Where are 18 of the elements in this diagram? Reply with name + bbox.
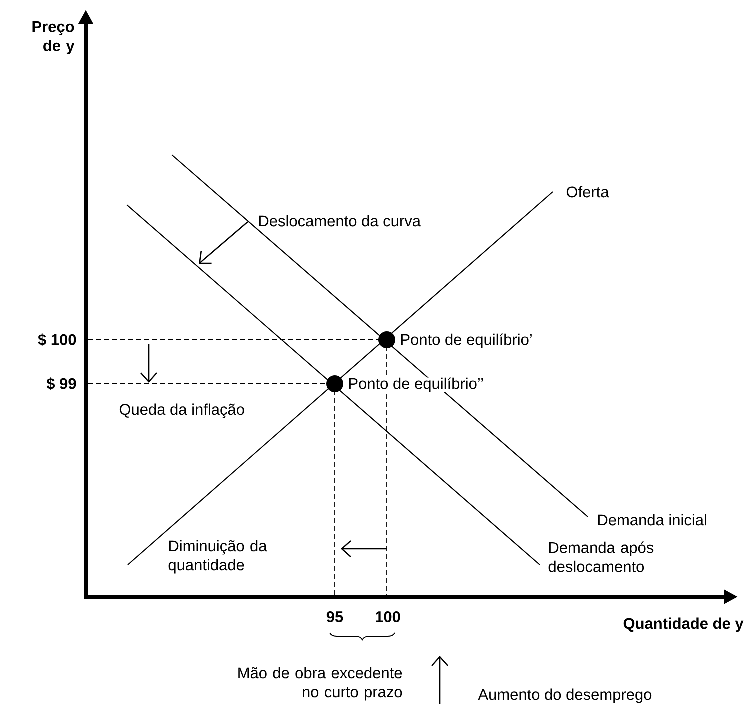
point-label: Ponto de equilíbrio’’: [347, 378, 486, 392]
tick-label: 100: [376, 612, 400, 622]
point-label: Ponto de equilíbrio’: [399, 334, 534, 348]
curve-label: Demanda após deslocamento: [548, 542, 654, 572]
tick-label: 95: [326, 612, 344, 622]
equilibrium-point: [378, 332, 396, 348]
tick-label: $ 100: [38, 334, 76, 346]
axis-title: Quantidade de y: [624, 618, 744, 632]
annotation: Deslocamento da curva: [259, 215, 421, 227]
annotation: Diminuição da quantidade: [168, 540, 268, 574]
annotation: Queda da inflação: [120, 404, 244, 418]
annotation: Mão de obra excedente no curto prazo: [238, 667, 402, 701]
tick-label: $ 99: [46, 378, 76, 390]
annotation: Aumento do desemprego: [478, 688, 652, 704]
equilibrium-point: [326, 376, 344, 392]
axis-title: Preço de y: [32, 22, 75, 54]
curve-label: Demanda inicial: [598, 514, 706, 526]
curve-label: Oferta: [566, 186, 610, 198]
